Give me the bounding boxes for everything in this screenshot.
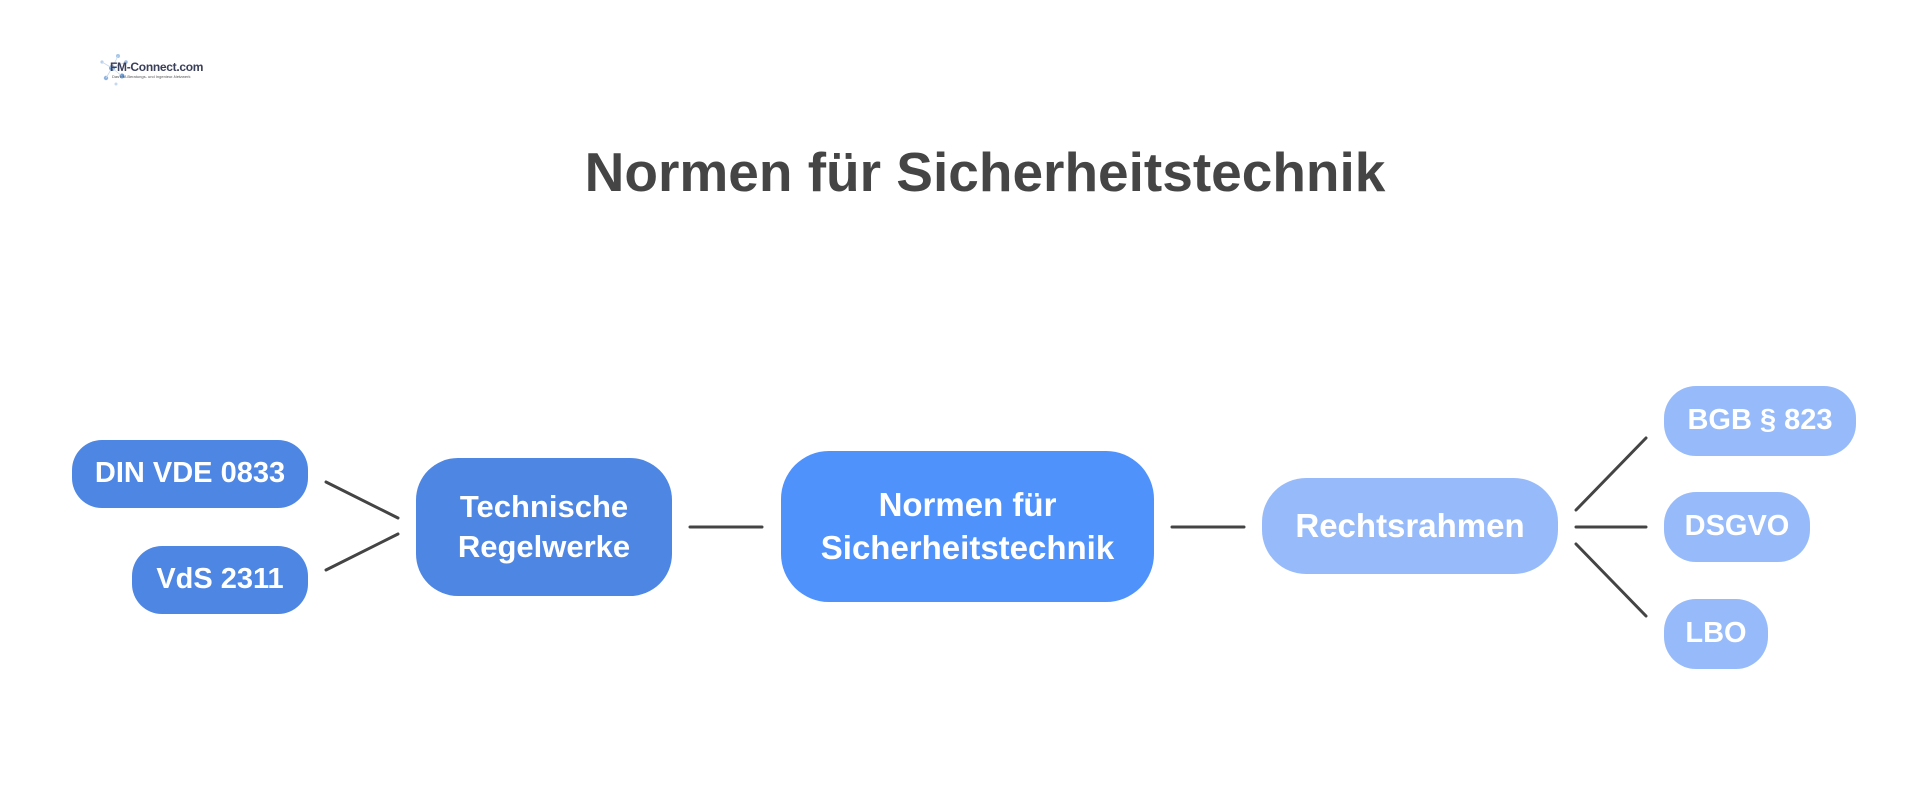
logo-tagline: Das FM-Beratungs- und Ingenieur-Netzwerk — [112, 74, 191, 79]
page-title: Normen für Sicherheitstechnik — [584, 141, 1386, 203]
connector-recht-to-bgb — [1574, 436, 1648, 512]
node-bgb-823: BGB § 823 — [1664, 386, 1856, 456]
connector-recht-to-lbo — [1574, 542, 1648, 618]
node-din-vde-0833: DIN VDE 0833 — [72, 440, 308, 508]
node-lbo: LBO — [1664, 599, 1768, 669]
node-center-normen: Normen für Sicherheitstechnik — [781, 451, 1154, 602]
fm-connect-logo-icon — [100, 54, 128, 86]
connector-vds-to-tech — [324, 532, 400, 572]
node-vds-2311: VdS 2311 — [132, 546, 308, 614]
connector-din-to-tech — [324, 480, 400, 520]
node-dsgvo: DSGVO — [1664, 492, 1810, 562]
node-technische-regelwerke: Technische Regelwerke — [416, 458, 672, 596]
node-rechtsrahmen: Rechtsrahmen — [1262, 478, 1558, 574]
logo-name: FM-Connect.com — [110, 60, 204, 74]
